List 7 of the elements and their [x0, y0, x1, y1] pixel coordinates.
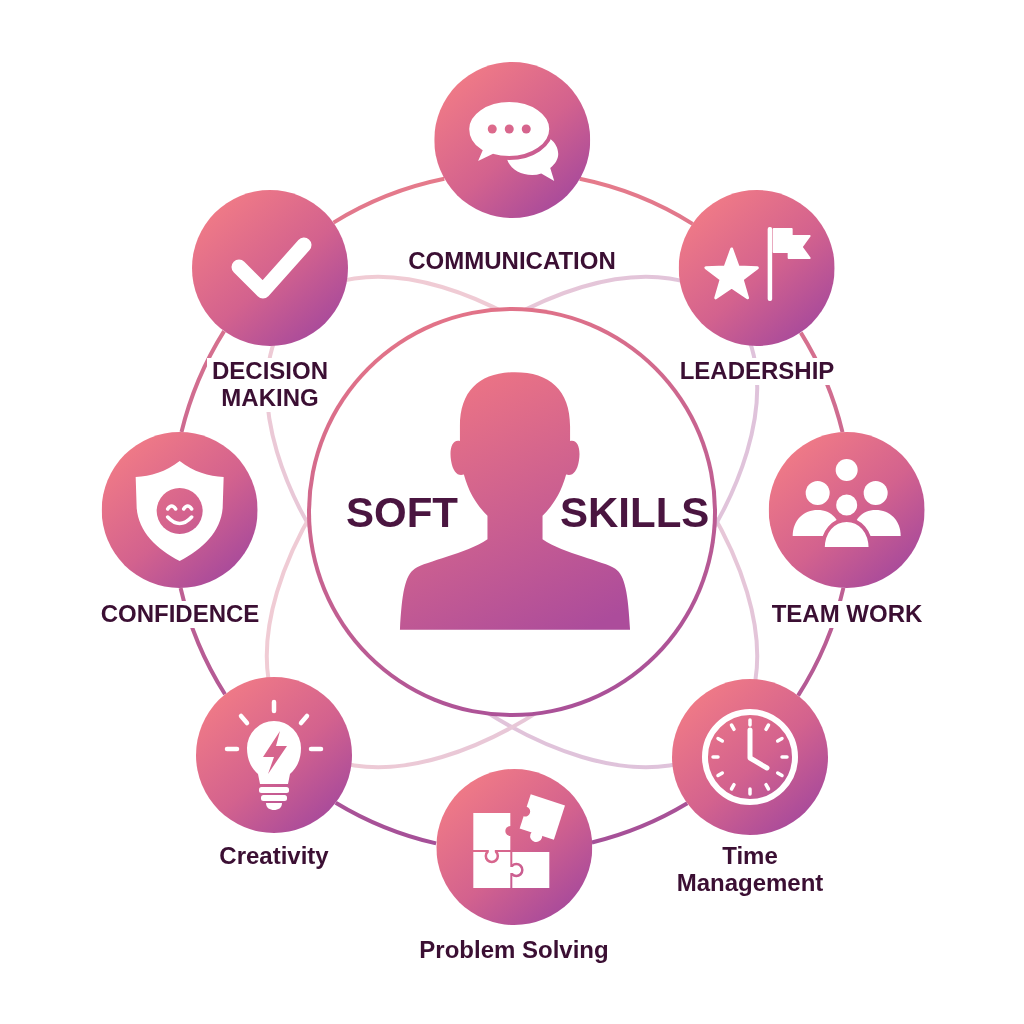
ring-arc [334, 800, 437, 846]
ring-arc [591, 801, 689, 845]
ring-arc [332, 176, 445, 225]
ring-arc [179, 330, 226, 433]
center-heading: SKILLS [560, 492, 710, 534]
center-heading: SOFT [346, 492, 458, 534]
ring-arc [579, 176, 694, 226]
